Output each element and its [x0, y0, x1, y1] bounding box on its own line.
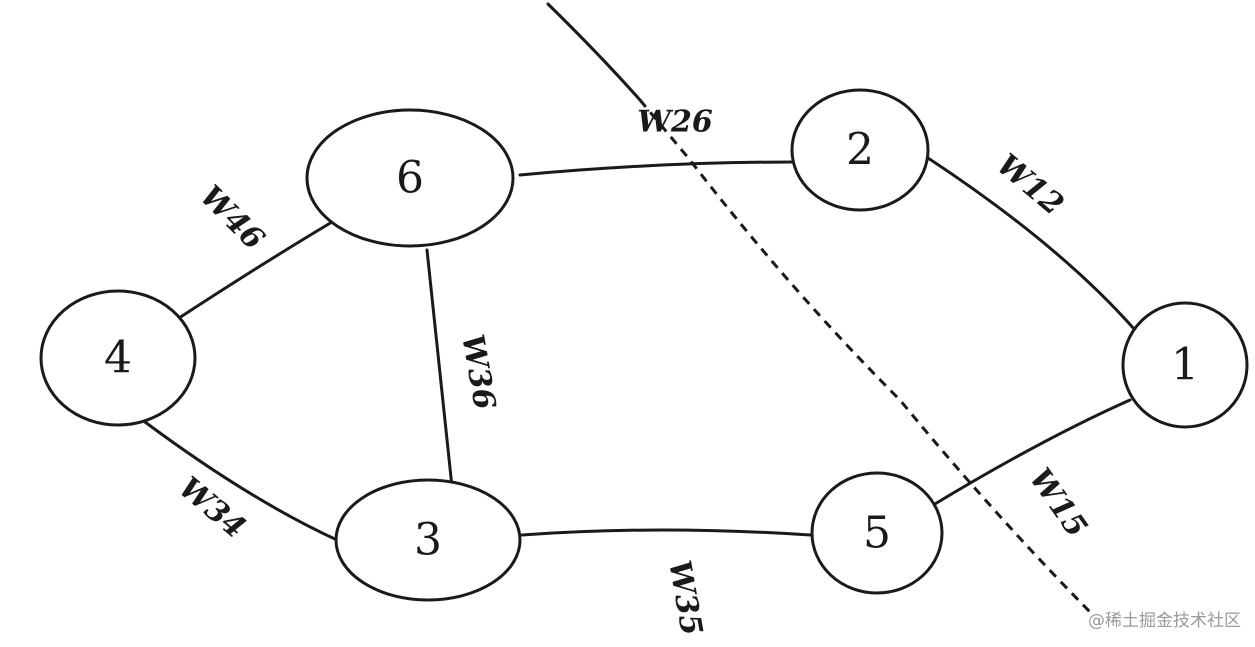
node-4-circle — [39, 289, 197, 427]
node-1-circle — [1121, 301, 1249, 429]
edge-6-2 — [518, 160, 797, 177]
node-2-label: 2 — [846, 125, 874, 176]
edge-4-6 — [174, 220, 334, 322]
node-1: 1 — [1121, 301, 1249, 429]
cut-line-dashed — [638, 99, 1092, 614]
edge-label-w15: W15 — [1022, 462, 1094, 544]
node-2: 2 — [790, 88, 930, 212]
edge-6-3 — [425, 248, 454, 489]
edge-5-1 — [923, 398, 1132, 512]
cut-line — [546, 2, 1092, 614]
node-4-label: 4 — [104, 333, 132, 384]
node-6-circle — [305, 108, 515, 248]
edge-4-3 — [143, 420, 339, 542]
edge-label-w26: W26 — [637, 105, 713, 140]
node-6: 6 — [305, 108, 515, 248]
node-4: 4 — [39, 289, 197, 427]
edge-label-w46: W46 — [193, 179, 271, 257]
cut-line-solid — [546, 2, 642, 102]
watermark: @稀土掘金技术社区 — [1088, 611, 1241, 631]
node-2-circle — [790, 88, 930, 212]
node-1-label: 1 — [1171, 340, 1199, 391]
node-5-label: 5 — [863, 508, 891, 559]
edge-label-w35: W35 — [661, 558, 709, 638]
edge-label-w34: W34 — [172, 470, 252, 545]
edge-3-5 — [520, 528, 812, 537]
node-5-circle — [810, 471, 944, 595]
node-3-label: 3 — [414, 515, 442, 566]
node-5: 5 — [810, 471, 944, 595]
node-3: 3 — [334, 478, 522, 602]
node-3-circle — [334, 478, 522, 602]
nodes: 6 2 4 1 3 5 — [39, 88, 1249, 602]
node-6-label: 6 — [396, 153, 424, 204]
edge-2-1 — [926, 156, 1137, 332]
edges — [143, 156, 1137, 542]
edge-label-w36: W36 — [454, 332, 502, 412]
